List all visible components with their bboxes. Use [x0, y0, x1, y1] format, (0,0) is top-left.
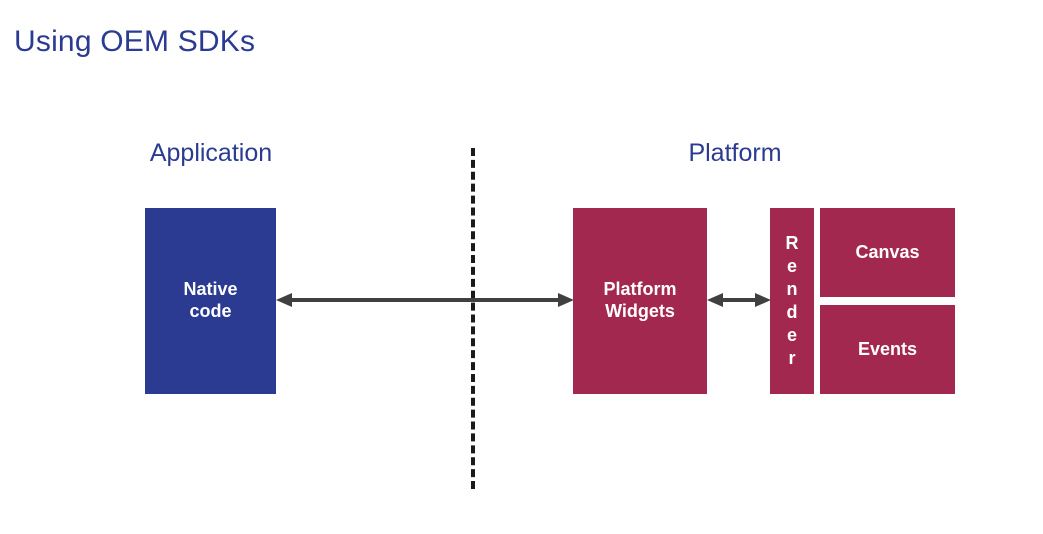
box-native-code-line1: Native — [183, 279, 238, 300]
box-native-code-line2: code — [189, 301, 232, 321]
arrow-app-to-platform — [276, 289, 574, 311]
box-canvas-label: Canvas — [855, 241, 920, 262]
dashed-divider-line — [471, 148, 475, 489]
box-platform-widgets-line2: Widgets — [605, 301, 675, 321]
box-canvas: Canvas — [820, 208, 955, 297]
box-render-letter-6: r — [788, 348, 796, 369]
box-render-letter-4: d — [786, 302, 798, 322]
box-platform-widgets-line1: Platform — [603, 279, 677, 300]
box-render-letter-1: R — [785, 232, 799, 253]
box-render: R e n d e r — [770, 208, 814, 394]
box-render-letter-2: e — [786, 255, 797, 276]
box-render-letter-3: n — [786, 278, 798, 299]
page-title: Using OEM SDKs — [14, 25, 256, 58]
box-events: Events — [820, 305, 955, 394]
box-platform-widgets: Platform Widgets — [573, 208, 707, 394]
section-label-application: Application — [149, 139, 273, 167]
section-label-platform: Platform — [688, 139, 782, 167]
box-render-letter-5: e — [786, 325, 797, 346]
box-events-label: Events — [857, 338, 918, 359]
box-native-code: Native code — [145, 208, 276, 394]
arrow-widgets-to-render — [707, 289, 771, 311]
